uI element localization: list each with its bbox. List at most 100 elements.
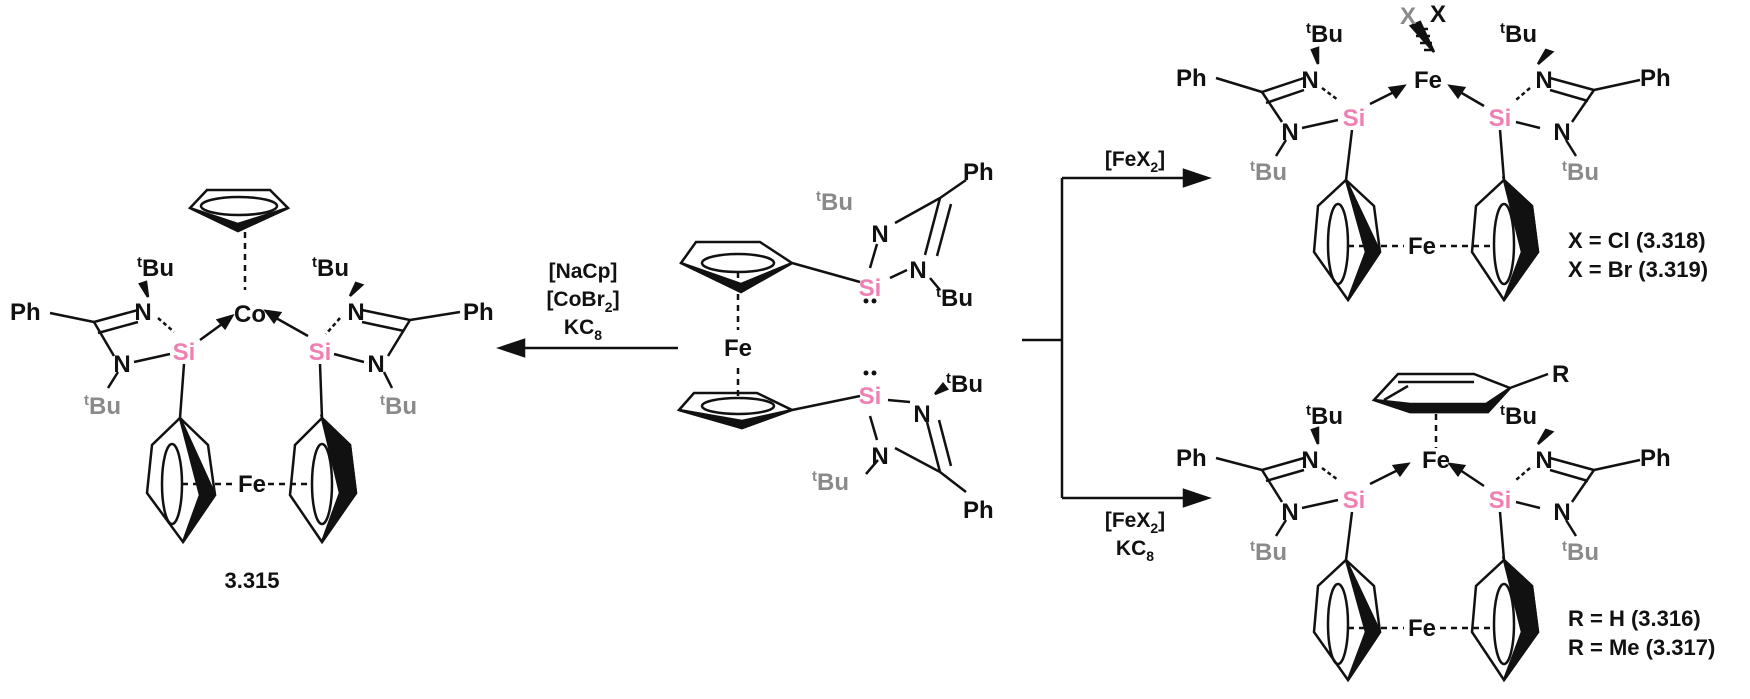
atom-n-tr-bottom: N — [1553, 119, 1570, 146]
fex2-complex-labels: X X Fe Ph N N Si tBu tBu Si N N tBu tBu … — [1176, 1, 1708, 282]
bond-c-n2-left — [92, 321, 116, 357]
label-ph-bl: Ph — [1176, 445, 1207, 472]
bond-c-n-bl-double — [1265, 468, 1305, 483]
bond-n-c-right-double — [361, 320, 405, 333]
bond-c-n2-tr — [1570, 89, 1596, 123]
atom-si-br: Si — [1489, 487, 1512, 514]
dash-n-si-bl — [1321, 467, 1339, 481]
bond-n-c-br — [1549, 456, 1595, 472]
arene-complex — [1215, 372, 1641, 683]
bond-si-n2-tr — [1515, 120, 1541, 130]
reagent-kc8-bottom: KC8 — [1116, 537, 1154, 564]
arene-inner-2 — [1383, 384, 1409, 402]
dative-si-fe-tl — [1369, 90, 1395, 106]
label-tbu-co-left-bottom: tBu — [84, 392, 121, 420]
label-tbu-bottom-right: tBu — [946, 370, 983, 398]
bond-si-n2-bottom — [887, 398, 911, 404]
label-tbu-co-right: tBu — [312, 254, 349, 282]
cp-circle-top — [700, 252, 776, 274]
bond-c-n2-br — [1570, 469, 1596, 503]
ferrocene-circle-left — [160, 442, 184, 526]
atom-n-tr-top: N — [1535, 67, 1552, 94]
ferrocene-bold-br — [1501, 556, 1540, 681]
lone-pair-bottom-b — [871, 370, 877, 376]
label-ph-top: Ph — [963, 159, 994, 186]
bond-c-n2-bottom — [925, 421, 942, 473]
wedge-n-tbu-right — [348, 281, 365, 297]
label-tbu-bl: tBu — [1306, 402, 1343, 430]
label-tbu-top-left: tBu — [816, 188, 853, 216]
dative-si-fe-tr — [1459, 90, 1485, 108]
wedge-n-tbu-br — [1536, 428, 1555, 445]
lone-pair-top-b — [871, 298, 877, 304]
atom-n-br-top: N — [1535, 447, 1552, 474]
cp-co-bold-edge — [189, 206, 289, 233]
reaction-arrows — [496, 168, 1212, 508]
atom-n-co-left-bottom: N — [113, 351, 130, 378]
dash-n-si-left — [157, 317, 175, 333]
bond-c-ph-top — [939, 178, 967, 200]
reagents-left: [NaCp] [CoBr2] KC8 — [546, 260, 619, 343]
arene-bold-edge — [1373, 386, 1511, 414]
bond-si-n1-top — [868, 243, 879, 269]
legend-r-h: R = H (3.316) — [1568, 606, 1701, 631]
bond-n2-si-bl — [1301, 498, 1339, 510]
label-tbu-bl-bottom: tBu — [1250, 538, 1287, 566]
bond-n1-c-top — [894, 196, 941, 225]
ferrocene-bold-tr — [1501, 176, 1540, 301]
bond-n-c-br-double — [1549, 468, 1589, 483]
bond-n-c-tr-double — [1549, 88, 1589, 103]
label-ph-co-left: Ph — [10, 299, 41, 326]
ferrocene-bold-left — [178, 417, 217, 543]
arrowhead-si-fe-br — [1447, 462, 1467, 478]
label-ph-tl: Ph — [1176, 65, 1207, 92]
label-tbu-br-bottom: tBu — [1562, 538, 1599, 566]
bond-n2-tbu-br — [1564, 519, 1578, 537]
label-tbu-co-right-bottom: tBu — [380, 392, 417, 420]
label-tbu-bottom-left: tBu — [812, 468, 849, 496]
atom-n-bl-top: N — [1301, 447, 1318, 474]
atom-si-tl: Si — [1343, 105, 1366, 132]
bond-si-cp-br — [1498, 511, 1506, 561]
arrow-left-head — [496, 338, 526, 358]
label-tbu-tl: tBu — [1306, 20, 1343, 48]
atom-fe-ferrocene-top: Fe — [1408, 233, 1436, 260]
dash-n-si-br — [1515, 467, 1531, 481]
ferrocene-circle-bl — [1326, 582, 1350, 666]
lone-pair-top-a — [863, 298, 869, 304]
bond-c-n-left — [93, 308, 139, 324]
label-tbu-br: tBu — [1500, 402, 1537, 430]
bond-c-n2-tl — [1260, 91, 1284, 123]
atom-n-bl-bottom: N — [1281, 499, 1298, 526]
bond-ph-c-tl — [1215, 76, 1263, 94]
atom-n-tl-top: N — [1301, 67, 1318, 94]
wedge-n-tbu-tr — [1536, 48, 1555, 65]
bond-c-n-bl — [1261, 456, 1305, 472]
wedge-n-tbu-left — [138, 280, 150, 298]
atom-n1-bottom: N — [871, 443, 888, 470]
dative-si-co-right — [275, 316, 309, 338]
atom-n2-top: N — [909, 257, 926, 284]
bond-n2-tbu-tl — [1274, 139, 1288, 157]
atom-co: Co — [234, 301, 266, 328]
bond-n1-tbu-bottom — [865, 459, 879, 475]
bond-n2-tbu-left — [106, 371, 120, 389]
label-tbu-co-left: tBu — [137, 254, 174, 282]
bond-c-ph-tr — [1593, 78, 1641, 92]
bond-n2-tbu-bl — [1274, 519, 1288, 537]
bond-si-cp-right — [318, 363, 324, 419]
arrowhead-si-fe-tl — [1387, 84, 1407, 100]
bond-n2-si-left — [133, 352, 171, 364]
cp-bold-edge-top — [680, 261, 793, 294]
bond-c-n2-bottom-double — [937, 419, 953, 467]
bond-cp-si-bottom — [791, 394, 861, 412]
dative-si-fe-br — [1459, 468, 1485, 488]
atom-si-top: Si — [859, 275, 882, 302]
atom-si-tr: Si — [1489, 105, 1512, 132]
atom-n-co-right-bottom: N — [367, 351, 384, 378]
bond-si-n2-right — [333, 352, 365, 364]
bond-si-cp-left — [178, 363, 186, 419]
arrowhead-si-co-right — [263, 309, 283, 325]
bond-n2-tbu-top — [929, 277, 941, 291]
